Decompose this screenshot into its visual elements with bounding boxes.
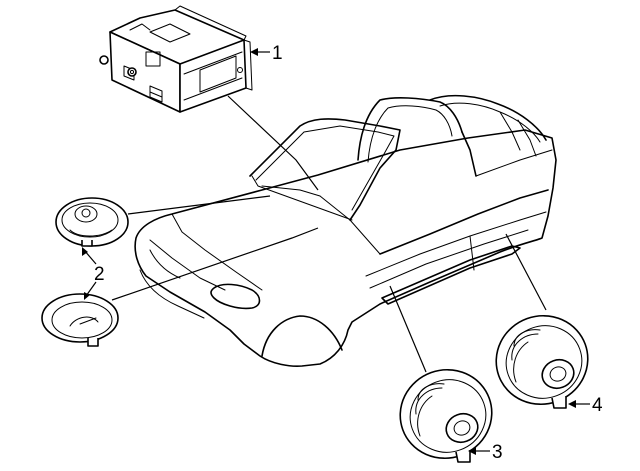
callout-3: 3 (468, 442, 503, 463)
leader-line-2b (111, 227, 319, 301)
callout-3-label: 3 (492, 442, 503, 463)
callout-1-label: 1 (272, 43, 283, 64)
rear-speaker-right (495, 314, 589, 409)
rear-speaker-left (399, 368, 493, 463)
car-body-outline (134, 94, 557, 367)
callout-4: 4 (568, 395, 603, 416)
callout-4-label: 4 (592, 395, 603, 416)
front-speaker-upper (55, 197, 129, 247)
leader-line-1 (227, 95, 319, 191)
leader-line-2a (127, 195, 271, 215)
callout-2: 2 (82, 247, 105, 300)
callout-2-label: 2 (94, 264, 105, 285)
radio-head-unit (99, 5, 253, 113)
callout-1: 1 (250, 43, 283, 64)
front-speaker-lower (41, 293, 119, 347)
leader-line-4 (505, 233, 547, 311)
leader-line-3 (389, 285, 427, 373)
